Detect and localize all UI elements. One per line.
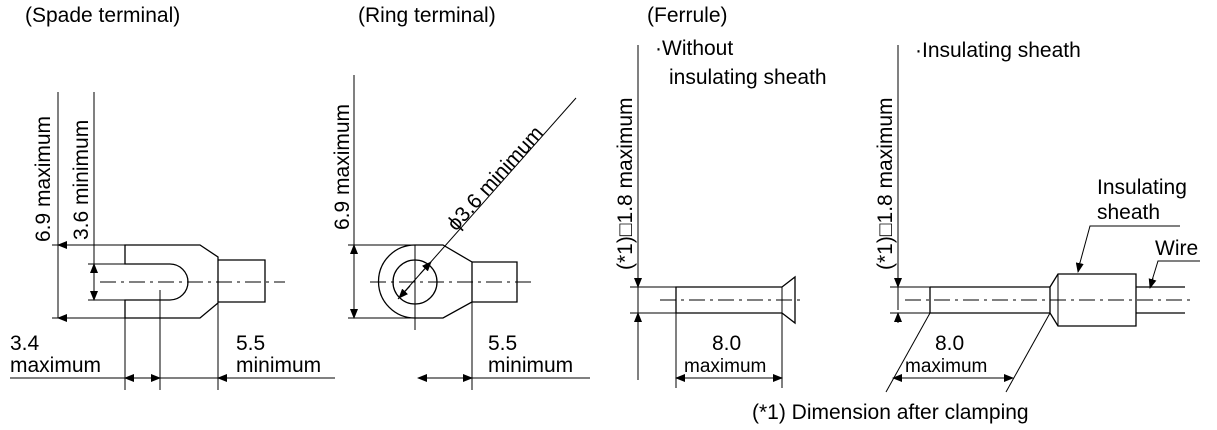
ferrule1-dim-label: (*1)□1.8 maximum	[614, 97, 637, 270]
without-sheath-line2: insulating sheath	[669, 66, 827, 89]
footnote: (*1) Dimension after clamping	[752, 401, 1029, 424]
spade-slot-label: 3.6 minimum	[70, 120, 93, 240]
ring-title: (Ring terminal)	[358, 4, 496, 27]
ring-height-label: 6.9 maximum	[331, 104, 354, 230]
ring-right-value: 5.5	[488, 332, 517, 355]
sheath-label-line2: sheath	[1097, 201, 1160, 224]
spade-barrel	[218, 259, 266, 303]
ferrule2-len-unit: maximum	[905, 356, 987, 377]
ferrule-without-sheath-drawing: (Ferrule) ·Without insulating sheath (*1…	[614, 4, 827, 388]
spade-left-unit: maximum	[10, 354, 101, 377]
ferrule2-dim-label: (*1)□1.8 maximum	[874, 97, 897, 270]
ring-right-unit: minimum	[488, 354, 573, 377]
wire-leader	[1149, 260, 1200, 288]
spade-right-unit: minimum	[236, 354, 321, 377]
spade-terminal-drawing: (Spade terminal) 6.9 maximum 3.6 minimum…	[10, 4, 335, 390]
spade-height-label: 6.9 maximum	[32, 116, 55, 242]
with-sheath-label: ·Insulating sheath	[915, 39, 1081, 62]
ferrule1-len-unit: maximum	[684, 356, 766, 377]
ferrule-with-sheath-drawing: ·Insulating sheath (*1)□1.8 maximum Insu…	[752, 39, 1200, 424]
spade-right-value: 5.5	[236, 332, 265, 355]
ferrule2-len-value: 8.0	[935, 332, 964, 355]
spade-left-value: 3.4	[10, 332, 40, 355]
ferrule1-len-value: 8.0	[712, 332, 741, 355]
sheath-leader	[1077, 225, 1180, 271]
spade-title: (Spade terminal)	[25, 4, 180, 27]
ferrule-title: (Ferrule)	[647, 4, 728, 27]
wire-label: Wire	[1155, 237, 1198, 260]
without-sheath-line1: ·Without	[655, 37, 733, 60]
ferrule2-tube	[929, 286, 1050, 314]
sheath-label-line1: Insulating	[1097, 176, 1187, 199]
ring-diameter-label: ϕ3.6 minimum	[443, 122, 548, 235]
spade-outline	[124, 244, 219, 319]
ring-terminal-drawing: (Ring terminal) 6.9 maximum ϕ3.6 minimum…	[331, 4, 590, 390]
